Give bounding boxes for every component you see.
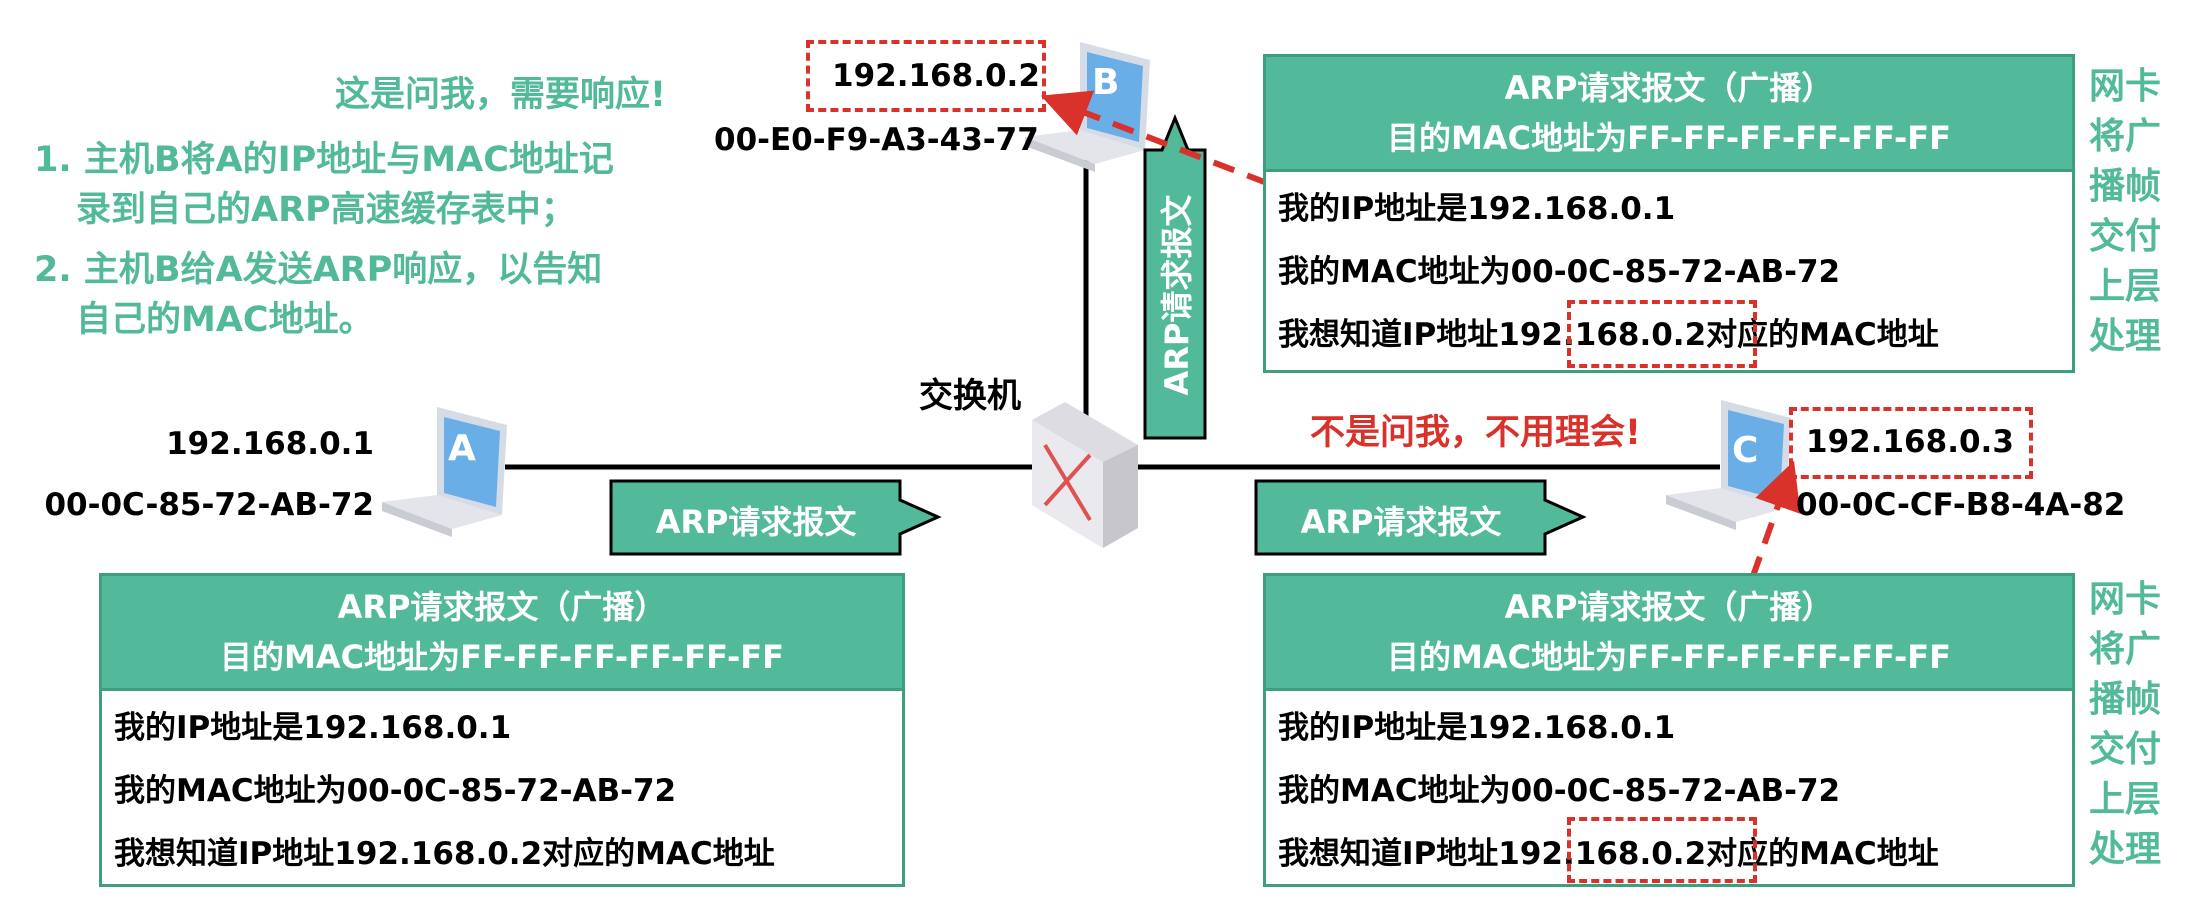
host-b-ip: 192.168.0.2 bbox=[832, 58, 1040, 94]
host-b-ip-highlight bbox=[806, 40, 1046, 112]
arrow-vertical-shape bbox=[1143, 114, 1207, 440]
switch-label: 交换机 bbox=[919, 376, 1021, 416]
packet-line3: 我想知道IP地址192.168.0.2对应的MAC地址 bbox=[1278, 304, 2060, 367]
laptop-b-icon bbox=[1025, 42, 1150, 172]
host-a-mac: 00-0C-85-72-AB-72 bbox=[44, 487, 374, 523]
packet-line3-prefix: 我想知道IP地址 bbox=[114, 836, 335, 872]
note-b-item2-line1: 2. 主机B给A发送ARP响应，以告知 bbox=[34, 250, 603, 290]
packet-header: ARP请求报文（广播） 目的MAC地址为FF-FF-FF-FF-FF-FF bbox=[1266, 576, 2072, 691]
packet-line2: 我的MAC地址为00-0C-85-72-AB-72 bbox=[1278, 254, 1841, 290]
packet-line3: 我想知道IP地址192.168.0.2对应的MAC地址 bbox=[114, 823, 890, 886]
host-a-letter: A bbox=[448, 428, 476, 469]
arrow-left-label: ARP请求报文 bbox=[655, 503, 857, 541]
note-b-item1-line2: 录到自己的ARP高速缓存表中； bbox=[76, 190, 576, 230]
arrow-right-label: ARP请求报文 bbox=[1300, 503, 1502, 541]
note-c: 不是问我，不用理会! bbox=[1310, 413, 1641, 453]
packet-header-line2: 目的MAC地址为FF-FF-FF-FF-FF-FF bbox=[1387, 638, 1951, 676]
packet-header-line1: ARP请求报文（广播） bbox=[337, 588, 667, 626]
side-note-top: 网卡将广播帧交付上层处理 bbox=[2088, 66, 2161, 357]
laptop-a-icon bbox=[382, 407, 507, 537]
host-b-mac: 00-E0-F9-A3-43-77 bbox=[714, 122, 1039, 158]
packet-body: 我的IP地址是192.168.0.1 我的MAC地址为00-0C-85-72-A… bbox=[102, 691, 902, 892]
host-b-letter: B bbox=[1092, 62, 1120, 103]
packet-line3-suffix: 对应的MAC地址 bbox=[1706, 836, 1939, 872]
host-c-ip-highlight bbox=[1789, 407, 2033, 479]
packet-header-line1: ARP请求报文（广播） bbox=[1504, 588, 1834, 626]
packet-line3-ip: 192.168.0.2 bbox=[1498, 836, 1707, 872]
packet-header-line2: 目的MAC地址为FF-FF-FF-FF-FF-FF bbox=[220, 638, 784, 676]
packet-header: ARP请求报文（广播） 目的MAC地址为FF-FF-FF-FF-FF-FF bbox=[102, 576, 902, 691]
host-a-ip: 192.168.0.1 bbox=[166, 426, 374, 462]
packet-box-c: ARP请求报文（广播） 目的MAC地址为FF-FF-FF-FF-FF-FF 我的I… bbox=[1263, 573, 2075, 887]
note-b-title: 这是问我，需要响应! bbox=[335, 75, 666, 115]
packet-line3-suffix: 对应的MAC地址 bbox=[1706, 317, 1939, 353]
packet-body: 我的IP地址是192.168.0.1 我的MAC地址为00-0C-85-72-A… bbox=[1266, 691, 2072, 892]
packet-line3-ip: 192.168.0.2 bbox=[1498, 317, 1707, 353]
packet-line2: 我的MAC地址为00-0C-85-72-AB-72 bbox=[1278, 773, 1841, 809]
packet-line2: 我的MAC地址为00-0C-85-72-AB-72 bbox=[114, 773, 677, 809]
host-c-mac: 00-0C-CF-B8-4A-82 bbox=[1796, 487, 2126, 523]
target-ip-highlight-c bbox=[1567, 817, 1757, 883]
packet-line1: 我的IP地址是192.168.0.1 bbox=[1278, 191, 1676, 227]
packet-box-a: ARP请求报文（广播） 目的MAC地址为FF-FF-FF-FF-FF-FF 我的I… bbox=[99, 573, 905, 887]
note-b-item1-line1: 1. 主机B将A的IP地址与MAC地址记 bbox=[34, 140, 614, 180]
packet-header-line2: 目的MAC地址为FF-FF-FF-FF-FF-FF bbox=[1387, 119, 1951, 157]
packet-line3: 我想知道IP地址192.168.0.2对应的MAC地址 bbox=[1278, 823, 2060, 886]
arrow-right-shape bbox=[1254, 479, 1587, 556]
packet-header-line1: ARP请求报文（广播） bbox=[1504, 69, 1834, 107]
packet-line3-prefix: 我想知道IP地址 bbox=[1278, 317, 1499, 353]
switch-icon bbox=[1032, 402, 1138, 548]
packet-box-b: ARP请求报文（广播） 目的MAC地址为FF-FF-FF-FF-FF-FF 我的I… bbox=[1263, 54, 2075, 373]
packet-line1: 我的IP地址是192.168.0.1 bbox=[114, 710, 512, 746]
packet-line3-prefix: 我想知道IP地址 bbox=[1278, 836, 1499, 872]
packet-line3-ip: 192.168.0.2 bbox=[334, 836, 543, 872]
note-b-item2-line2: 自己的MAC地址。 bbox=[76, 300, 374, 340]
arrow-left-shape bbox=[609, 479, 942, 556]
packet-header: ARP请求报文（广播） 目的MAC地址为FF-FF-FF-FF-FF-FF bbox=[1266, 57, 2072, 172]
packet-line1: 我的IP地址是192.168.0.1 bbox=[1278, 710, 1676, 746]
packet-line3-suffix: 对应的MAC地址 bbox=[542, 836, 775, 872]
packet-body: 我的IP地址是192.168.0.1 我的MAC地址为00-0C-85-72-A… bbox=[1266, 172, 2072, 373]
target-ip-highlight-b bbox=[1567, 300, 1757, 368]
side-note-bottom: 网卡将广播帧交付上层处理 bbox=[2088, 579, 2161, 870]
arrow-vertical-label: ARP请求报文 bbox=[1158, 194, 1196, 396]
host-c-letter: C bbox=[1732, 430, 1759, 471]
host-c-ip: 192.168.0.3 bbox=[1806, 424, 2014, 460]
